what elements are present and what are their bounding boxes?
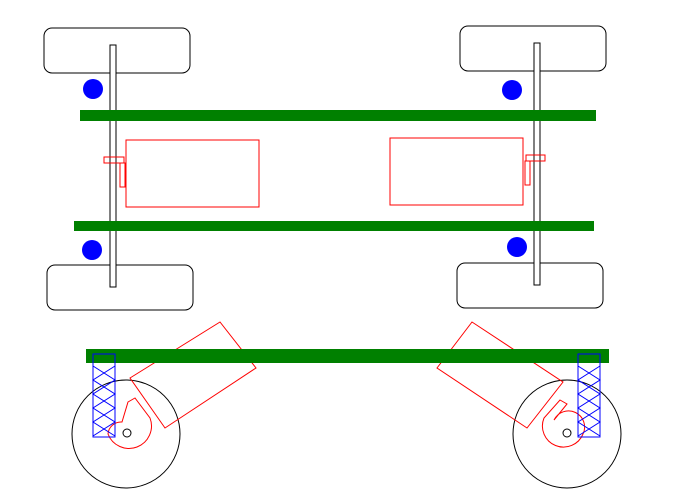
suspension-right — [577, 353, 601, 438]
axle-right — [533, 42, 541, 286]
gear-coupling-right — [524, 154, 546, 186]
gear-coupling-left — [103, 156, 126, 188]
rail-bottom — [74, 221, 594, 231]
bearing-front-left — [83, 79, 103, 99]
side-motor-right — [436, 321, 564, 429]
side-motor-left — [129, 321, 257, 429]
axle-left — [109, 44, 117, 288]
side-wheel-right — [512, 379, 622, 489]
rail-top — [80, 110, 596, 121]
motor-left — [125, 139, 260, 208]
wheel-front-left — [43, 27, 191, 74]
bearing-rear-left — [82, 240, 102, 260]
side-gear-right — [541, 399, 586, 448]
side-gear-left — [107, 397, 152, 449]
wheel-front-right — [459, 25, 607, 72]
side-wheel-left-hub — [122, 428, 132, 438]
bearing-front-right — [502, 80, 522, 100]
side-wheel-right-hub — [562, 428, 572, 438]
motor-right — [389, 137, 524, 206]
bearing-rear-right — [507, 237, 527, 257]
top-view — [43, 25, 607, 311]
side-rail — [86, 349, 609, 363]
side-view — [71, 321, 622, 489]
wheel-rear-left — [46, 264, 194, 311]
side-wheel-left — [71, 379, 181, 489]
suspension-left — [92, 353, 116, 438]
wheel-rear-right — [456, 262, 604, 309]
